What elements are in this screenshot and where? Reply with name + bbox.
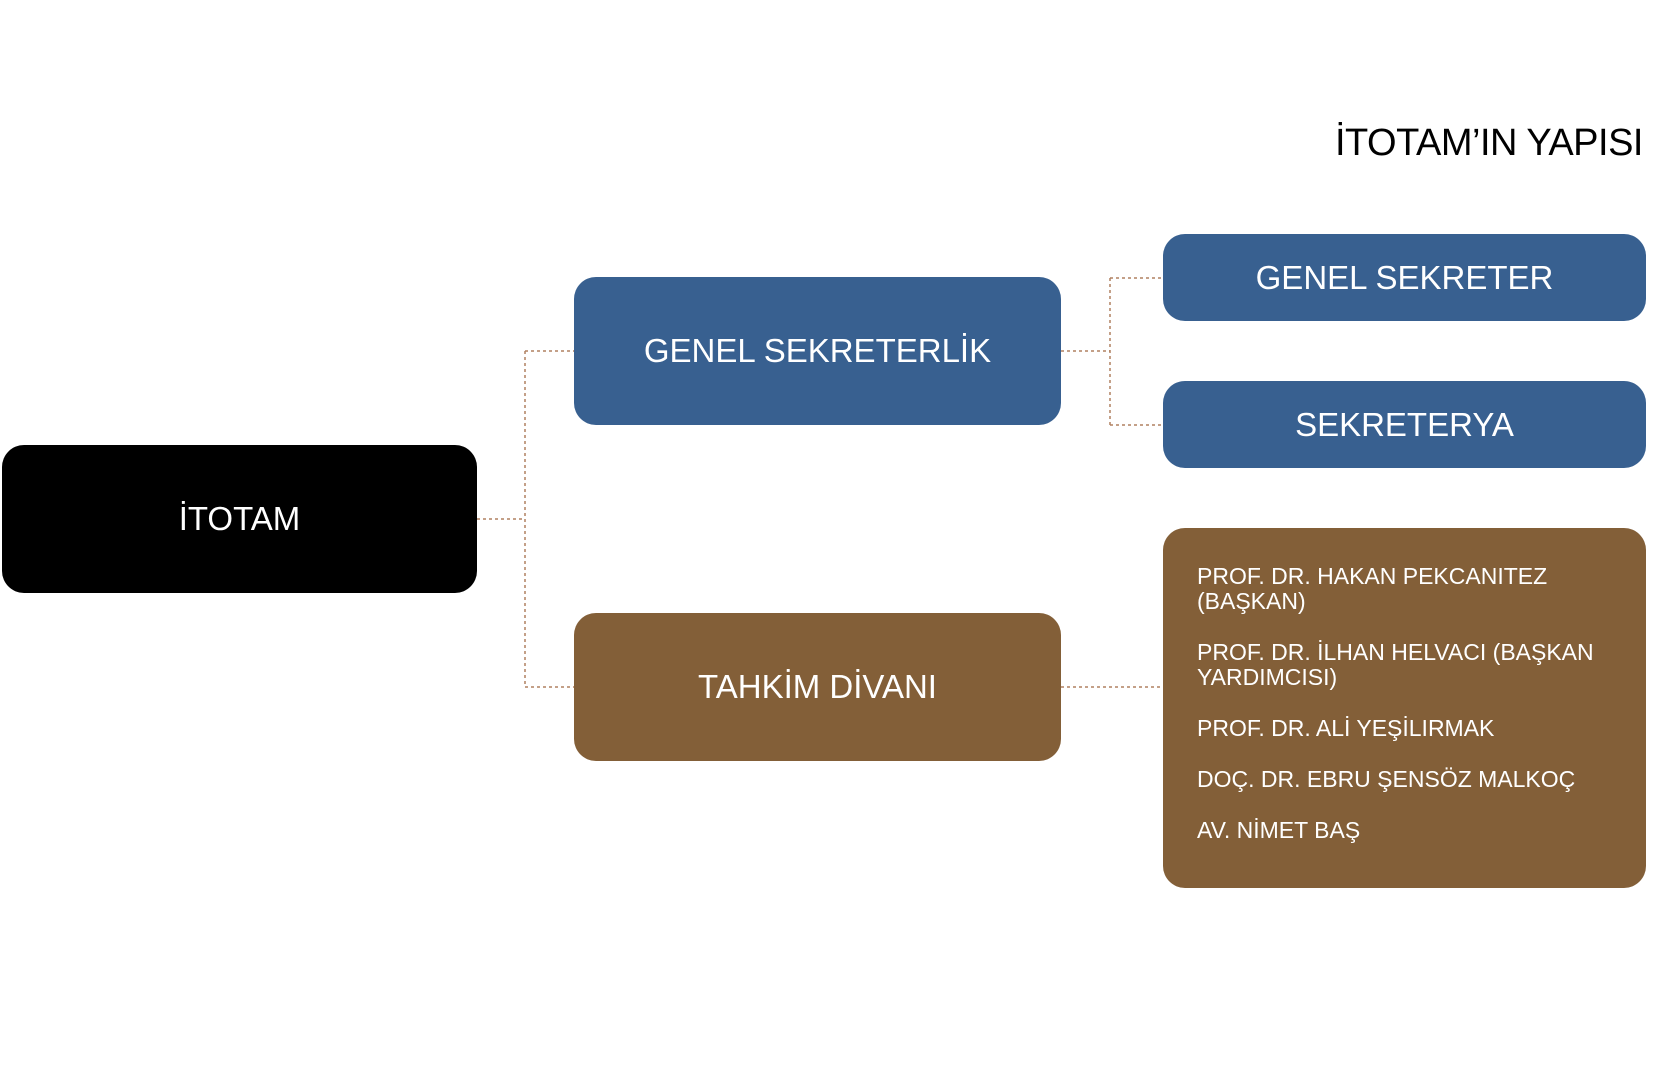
genel-sekreterlik-label: GENEL SEKRETERLİK bbox=[643, 332, 992, 369]
genel-sekreter-label: GENEL SEKRETER bbox=[1255, 258, 1554, 296]
itotam-label: İTOTAM bbox=[178, 500, 301, 537]
genel-sekreter-node: GENEL SEKRETER bbox=[1163, 234, 1646, 321]
tahkim-members-node: PROF. DR. HAKAN PEKCANITEZ (BAŞKAN) PROF… bbox=[1163, 528, 1646, 888]
tahkim-divani-label: TAHKİM DİVANI bbox=[698, 668, 937, 705]
member-item: AV. NİMET BAŞ bbox=[1197, 817, 1361, 843]
genel-sekreterlik-node: GENEL SEKRETERLİK bbox=[574, 277, 1061, 425]
sekreterya-node: SEKRETERYA bbox=[1163, 381, 1646, 468]
itotam-node: İTOTAM bbox=[2, 445, 477, 593]
page-title: İTOTAM’IN YAPISI bbox=[1334, 122, 1644, 164]
sekreterya-label: SEKRETERYA bbox=[1295, 405, 1514, 443]
tahkim-divani-node: TAHKİM DİVANI bbox=[574, 613, 1061, 761]
member-item: PROF. DR. HAKAN PEKCANITEZ (BAŞKAN) bbox=[1197, 563, 1548, 614]
member-item: DOÇ. DR. EBRU ŞENSÖZ MALKOÇ bbox=[1197, 766, 1576, 792]
member-item: PROF. DR. ALİ YEŞİLIRMAK bbox=[1197, 715, 1495, 741]
member-item: PROF. DR. İLHAN HELVACI (BAŞKAN YARDIMCI… bbox=[1197, 639, 1594, 690]
